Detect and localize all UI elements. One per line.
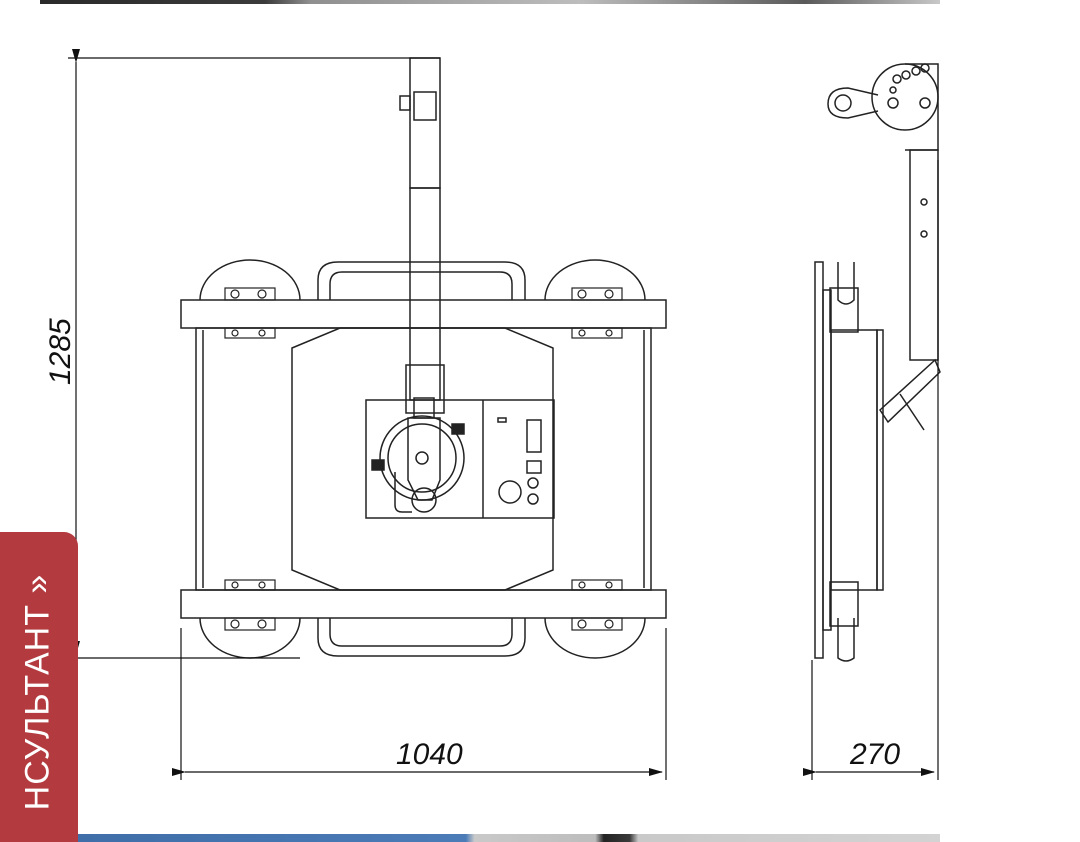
rotation-head: [871, 63, 939, 131]
depth-dimension: [803, 160, 939, 780]
consultant-tab-label: НСУЛЬТАНТ »: [18, 573, 57, 811]
top-image-strip: [40, 0, 940, 4]
bottom-crossbeam: [180, 589, 667, 619]
side-arm: [909, 149, 939, 361]
main-frame: [195, 327, 652, 591]
suction-cup-top-left: [199, 259, 301, 301]
width-label: 1040: [396, 738, 463, 771]
height-label: 1285: [44, 318, 77, 385]
control-unit: [365, 399, 555, 519]
height-dimension: [68, 49, 440, 659]
center-plate: [291, 327, 554, 591]
consultant-tab-button[interactable]: НСУЛЬТАНТ »: [0, 532, 78, 842]
suction-cup-top-right: [544, 259, 646, 301]
front-view: [180, 57, 667, 659]
clamps-top: [224, 287, 623, 339]
suction-cup-bottom-left: [199, 617, 301, 659]
width-dimension: [172, 628, 667, 780]
bottom-image-strip: [78, 834, 940, 842]
side-view: [814, 63, 941, 662]
handle-bottom: [317, 618, 526, 657]
handle-top: [317, 261, 526, 300]
suction-cup-bottom-right: [544, 617, 646, 659]
lifting-arm: [409, 187, 441, 401]
depth-label: 270: [849, 738, 900, 771]
side-plate: [814, 261, 824, 659]
top-crossbeam: [180, 299, 667, 329]
